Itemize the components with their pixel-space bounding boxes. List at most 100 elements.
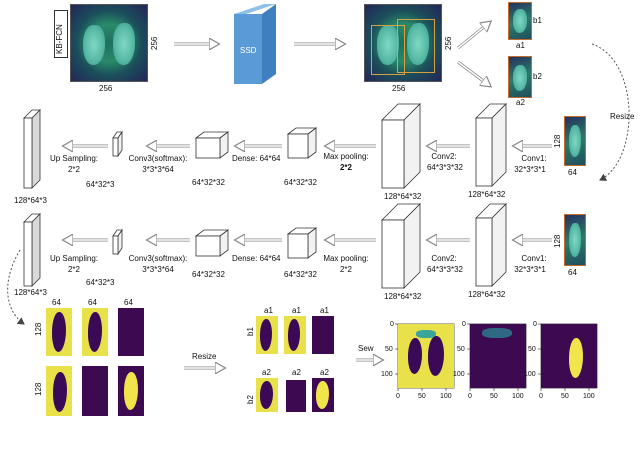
left-lung-mask [408, 338, 422, 374]
input-width-label: 256 [99, 84, 113, 93]
row2-conv2-dims: 64*3*3*32 [426, 163, 464, 172]
row2-conv2-label: Conv2: [431, 152, 457, 161]
label-b1-resized: b1 [246, 327, 255, 336]
label-a1-1: a1 [264, 306, 273, 315]
row2-maxpool-block [286, 127, 318, 159]
mask-b2-ch3 [118, 366, 144, 416]
row3-down-curve [7, 249, 25, 325]
row2-out-vol: 128*64*3 [14, 196, 47, 205]
row3-conv1-label: Conv1: [521, 254, 547, 263]
resized-b2-ch1 [256, 378, 278, 412]
right-lung [407, 23, 429, 65]
ssd-label: SSD [240, 46, 257, 55]
plot3-y0: 0 [533, 321, 537, 328]
lung-mask [316, 381, 329, 409]
row2-output-block [23, 109, 41, 189]
bbox-b2 [371, 25, 405, 75]
plot3-x100: 100 [583, 393, 595, 400]
resized-b1-ch2 [284, 316, 306, 354]
plot1-y0: 0 [390, 321, 394, 328]
crop-lung [513, 9, 527, 33]
lung-mask [52, 312, 66, 352]
output-height-label: 256 [444, 36, 453, 50]
mask-w3: 64 [124, 298, 133, 307]
bbox-b1 [397, 19, 435, 73]
mask-b2-ch1 [46, 366, 72, 416]
row2-input-w: 64 [568, 168, 577, 177]
resize-label-top: Resize [610, 112, 635, 121]
plot1-x0: 0 [396, 393, 400, 400]
row2-conv3-block [112, 130, 123, 158]
plot1-y50: 50 [385, 346, 393, 353]
output-width-label: 256 [392, 84, 406, 93]
row2-conv3-label: Conv3(softmax): [128, 154, 188, 163]
row3-conv2-dims: 64*3*3*32 [426, 265, 464, 274]
row3-conv3-block [112, 228, 123, 256]
row2-dense-vol-in: 64*32*32 [192, 178, 225, 187]
plot1-y100: 100 [381, 371, 393, 378]
row3-upsample-label: Up Sampling: [49, 254, 99, 263]
crop-b1 [508, 2, 532, 40]
row2-dense-block [194, 131, 230, 159]
plot2-x0: 0 [468, 393, 472, 400]
lung-mask [124, 372, 138, 410]
plot3-y100: 100 [524, 371, 536, 378]
row2-vol2: 128*64*32 [384, 192, 422, 201]
label-b1: b1 [533, 16, 542, 25]
mask-b1-ch2 [82, 308, 108, 356]
label-b2: b2 [533, 72, 542, 81]
lung-mask [288, 319, 300, 351]
row2-upsample-dims: 2*2 [67, 165, 80, 174]
sew-label: Sew [358, 344, 374, 353]
mask-b2-ch2 [82, 366, 108, 416]
noise-region [482, 328, 512, 338]
row3-dense-block [194, 229, 230, 257]
label-a1-2: a1 [292, 306, 301, 315]
plot2-y0: 0 [462, 321, 466, 328]
plot2-x100: 100 [512, 393, 524, 400]
plot2-y50: 50 [457, 346, 465, 353]
crop-lung [569, 125, 581, 157]
input-height-label: 256 [150, 36, 159, 50]
resized-b1-ch1 [256, 316, 278, 354]
mask-b1-ch1 [46, 308, 72, 356]
row2-conv2-block [381, 103, 421, 189]
row3-dense-vol-out: 64*32*32 [284, 270, 317, 279]
right-lung-mask [428, 336, 444, 376]
crop-lung [569, 223, 581, 257]
resized-b1-ch3 [312, 316, 334, 354]
row3-conv3-label: Conv3(softmax): [128, 254, 188, 263]
row2-dense-vol-out: 64*32*32 [284, 178, 317, 187]
row3-conv3-dims: 3*3*3*64 [142, 265, 174, 274]
kb-fcn-label: KB-FCN [55, 24, 64, 54]
row3-dense-vol-in: 64*32*32 [192, 270, 225, 279]
row3-input-h: 128 [553, 234, 562, 248]
plot3-x0: 0 [539, 393, 543, 400]
plot-ch2-image [470, 324, 526, 388]
row3-input-image [564, 214, 586, 266]
lung-mask [260, 319, 272, 351]
row2-conv3-vol: 64*32*3 [86, 180, 115, 189]
input-ct-scan [70, 4, 148, 82]
row2-vol1: 128*64*32 [468, 190, 506, 199]
row3-output-block [23, 213, 41, 287]
row2-conv1-dims: 32*3*3*1 [514, 165, 546, 174]
row4-resize-label: Resize [192, 352, 217, 361]
label-a1-3: a1 [320, 306, 329, 315]
row2-conv3-dims: 3*3*3*64 [142, 165, 174, 174]
mask-b1-ch3 [118, 308, 144, 356]
resize-curve-arrow [591, 43, 630, 181]
row2-conv1-label: Conv1: [521, 154, 547, 163]
resized-b2-ch3 [312, 378, 334, 412]
resized-b2-ch2 [286, 380, 306, 412]
label-a1: a1 [516, 41, 525, 50]
arrow-to-b1 [457, 22, 490, 50]
heart-region [416, 330, 436, 338]
row3-input-w: 64 [568, 268, 577, 277]
plot1-x100: 100 [440, 393, 452, 400]
lung-mask [260, 381, 273, 409]
plot3-x50: 50 [561, 393, 569, 400]
row3-conv1-block [475, 203, 507, 287]
lung-mask [88, 312, 102, 352]
